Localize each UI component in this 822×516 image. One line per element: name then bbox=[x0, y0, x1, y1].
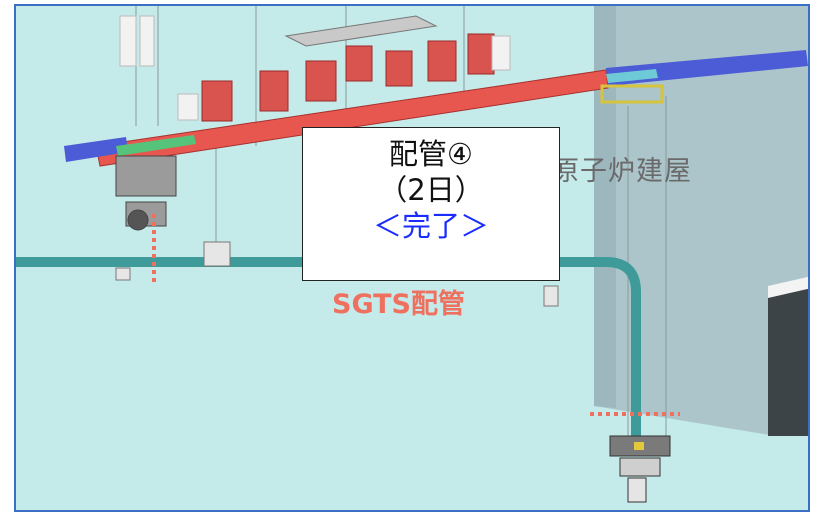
trolley-frames bbox=[201, 15, 495, 122]
pipe-supports bbox=[115, 241, 559, 307]
3d-scene bbox=[16, 6, 808, 510]
callout-duration: （2日） bbox=[378, 173, 484, 207]
building-label: 原子炉建屋 bbox=[552, 156, 692, 187]
callout-status: ＜完了＞ bbox=[372, 209, 489, 243]
callout-title: 配管④ bbox=[389, 137, 473, 171]
sgts-pipe bbox=[16, 257, 641, 436]
lower-hoist bbox=[609, 435, 671, 503]
equipment-blocks bbox=[119, 15, 511, 121]
reactor-building bbox=[594, 6, 808, 436]
main-girder bbox=[64, 50, 808, 167]
pipe-label: SGTS配管 bbox=[332, 289, 465, 320]
image-frame: 原子炉建屋 SGTS配管 配管④ （2日） ＜完了＞ bbox=[14, 4, 810, 512]
callout-box: 配管④ （2日） ＜完了＞ bbox=[302, 127, 560, 281]
left-hoist bbox=[115, 155, 177, 231]
dotted-markers bbox=[152, 214, 680, 416]
